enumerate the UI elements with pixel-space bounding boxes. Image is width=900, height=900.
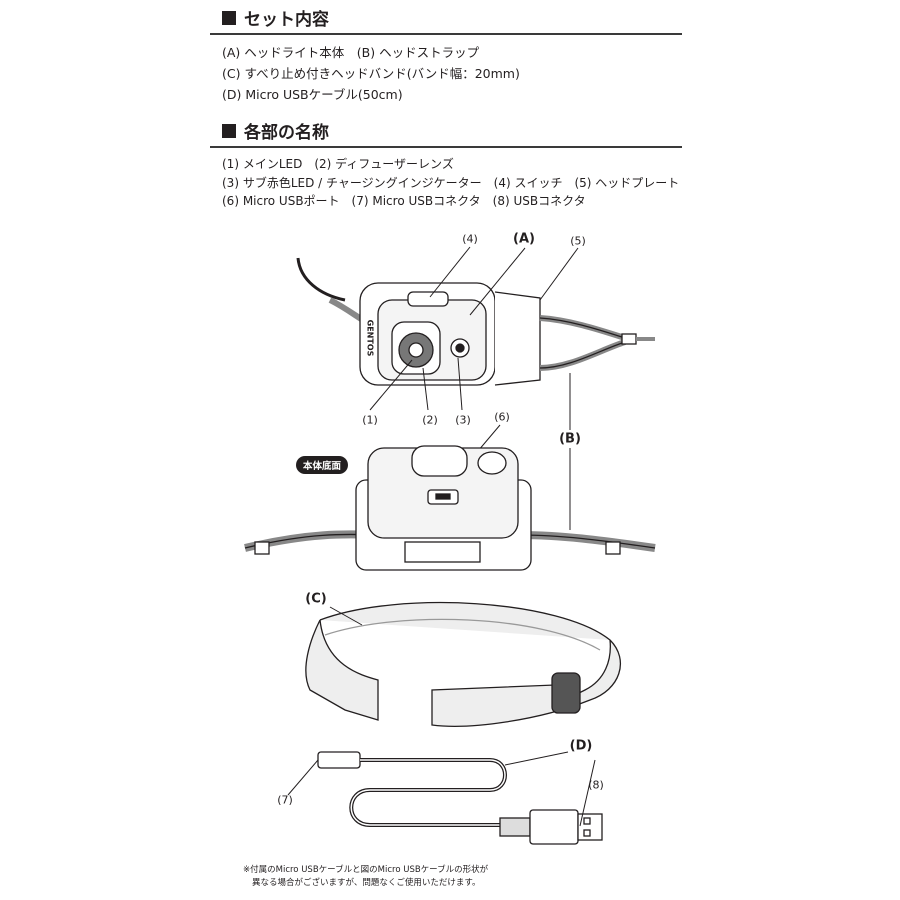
divider [210, 33, 682, 35]
footnote: 異なる場合がございますが、問題なくご使用いただけます。 [252, 878, 481, 888]
label-A: (A) [513, 231, 535, 247]
section-heading-contents: セット内容 [222, 5, 329, 30]
parts-item: (3) サブ赤色LED / チャージングインジケーター (4) スイッチ (5)… [222, 176, 680, 190]
divider [210, 146, 682, 148]
label-7: (7) [277, 793, 293, 807]
headlamp-front-view [296, 257, 655, 386]
label-6: (6) [494, 410, 510, 424]
bottom-view-badge: 本体底面 [296, 456, 349, 474]
label-B: (B) [559, 431, 581, 447]
usb-cable [287, 751, 603, 845]
label-D: (D) [569, 738, 593, 754]
headlamp-bottom-view [244, 445, 656, 571]
label-2: (2) [422, 413, 438, 427]
section-heading-parts: 各部の名称 [222, 118, 329, 143]
label-C: (C) [305, 591, 327, 607]
parts-item: (6) Micro USBポート (7) Micro USBコネクタ (8) U… [222, 194, 586, 208]
label-5: (5) [570, 234, 586, 248]
parts-item: (1) メインLED (2) ディフューザーレンズ [222, 157, 454, 171]
label-3: (3) [455, 413, 471, 427]
headband [305, 601, 621, 727]
brand-logo: GENTOS [365, 319, 375, 357]
contents-item: (C) すべり止め付きヘッドバンド(バンド幅：20mm) [222, 66, 520, 81]
contents-item: (A) ヘッドライト本体 (B) ヘッドストラップ [222, 45, 480, 60]
label-4: (4) [462, 232, 478, 246]
square-bullet-icon [222, 123, 236, 138]
footnote: ※付属のMicro USBケーブルと図のMicro USBケーブルの形状が [243, 865, 489, 875]
contents-item: (D) Micro USBケーブル(50cm) [222, 87, 403, 102]
label-1: (1) [362, 413, 378, 427]
square-bullet-icon [222, 10, 236, 25]
heading-text: 各部の名称 [244, 123, 329, 143]
label-8: (8) [588, 778, 604, 792]
heading-text: セット内容 [244, 10, 329, 30]
